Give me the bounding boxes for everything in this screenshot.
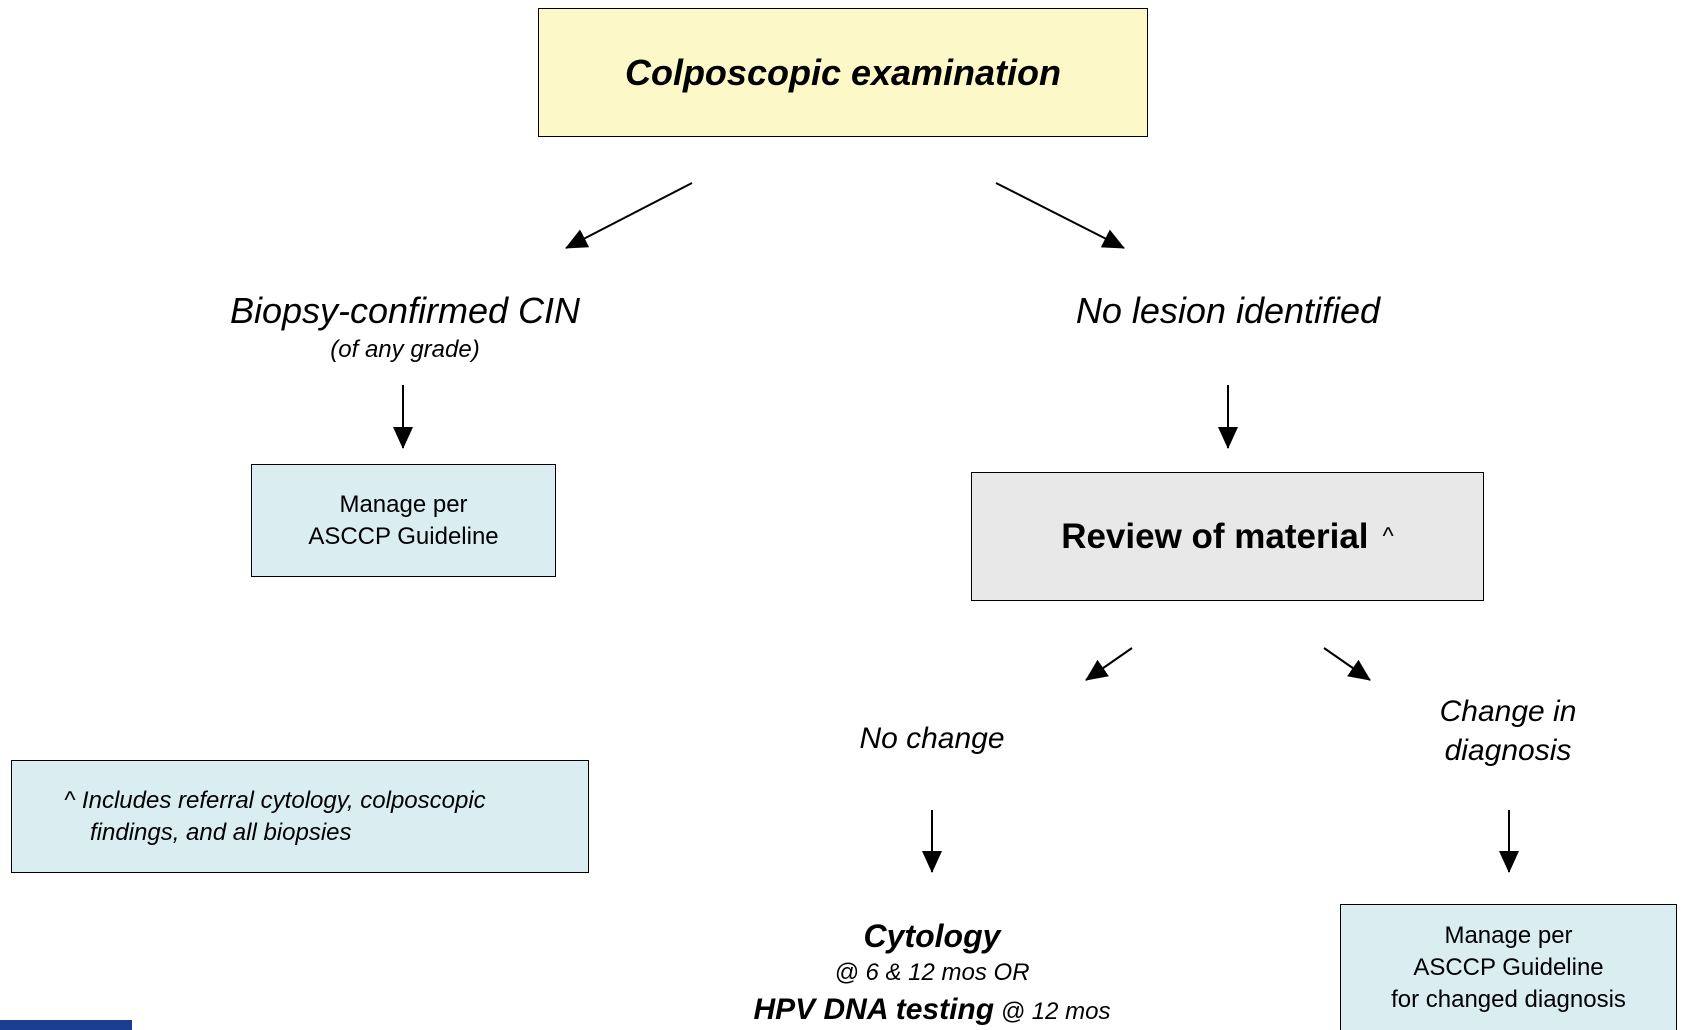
arrow-review-to-no-change	[1085, 647, 1133, 681]
cytology-outcome: Cytology @ 6 & 12 mos OR HPV DNA testing…	[680, 918, 1184, 1027]
cytology-title: Cytology	[863, 918, 1001, 954]
no-change-label: No change	[859, 722, 1005, 755]
biopsy-confirmed-title: Biopsy-confirmed CIN	[229, 290, 581, 331]
review-of-material-label: Review of material	[1061, 516, 1369, 556]
arrow-to-no-lesion	[995, 182, 1125, 249]
change-in-diagnosis-label: Change in diagnosis	[1380, 692, 1636, 770]
arrow-to-biopsy	[565, 182, 693, 249]
manage-changed-line3: for changed diagnosis	[1391, 985, 1626, 1013]
manage-changed-diagnosis-box: Manage per ASCCP Guideline for changed d…	[1340, 904, 1677, 1030]
manage-per-line2: ASCCP Guideline	[308, 522, 499, 550]
hpv-testing-schedule: @ 12 mos	[994, 998, 1111, 1025]
arrow-review-to-change	[1323, 647, 1371, 681]
organization-logo	[0, 1020, 132, 1030]
change-in-diagnosis-line2: diagnosis	[1444, 734, 1572, 767]
colposcopic-examination-box: Colposcopic examination	[538, 8, 1148, 137]
footnote-line2: findings, and all biopsies	[90, 818, 352, 846]
review-footnote-marker: ^	[1382, 522, 1394, 550]
footnote-line1: ^ Includes referral cytology, colposcopi…	[64, 786, 486, 814]
biopsy-confirmed-subtitle: (of any grade)	[330, 336, 480, 363]
hpv-testing-line: HPV DNA testing @ 12 mos	[680, 993, 1184, 1027]
manage-per-guideline-box: Manage per ASCCP Guideline	[251, 464, 556, 577]
manage-per-line1: Manage per	[339, 490, 468, 518]
footnote-box: ^ Includes referral cytology, colposcopi…	[11, 760, 589, 873]
cytology-schedule: @ 6 & 12 mos OR	[834, 959, 1030, 986]
no-lesion-identified-label: No lesion identified	[1075, 290, 1381, 331]
hpv-testing-label: HPV DNA testing	[753, 993, 995, 1026]
biopsy-confirmed-label: Biopsy-confirmed CIN (of any grade)	[180, 290, 630, 364]
manage-changed-line1: Manage per	[1444, 921, 1573, 949]
manage-changed-line2: ASCCP Guideline	[1413, 953, 1604, 981]
review-of-material-box: Review of material ^	[971, 472, 1484, 601]
change-in-diagnosis-line1: Change in	[1439, 695, 1577, 728]
colposcopic-examination-label: Colposcopic examination	[624, 51, 1062, 93]
